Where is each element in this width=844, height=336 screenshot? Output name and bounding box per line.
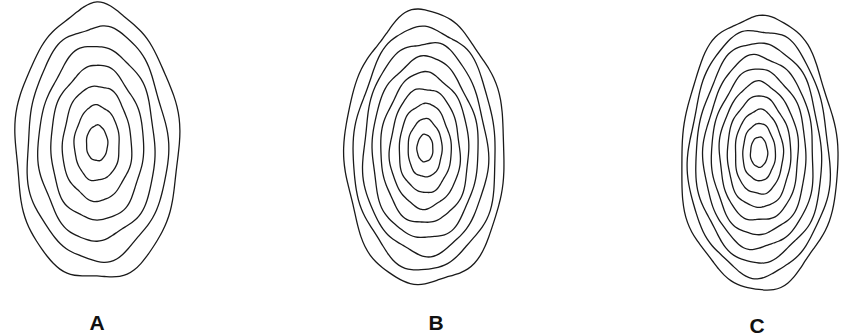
- contour-ring: [381, 71, 469, 222]
- figure-letter: C: [749, 315, 764, 336]
- contour-ring: [372, 56, 478, 238]
- contour-ring: [344, 9, 504, 285]
- contour-ring: [727, 96, 791, 207]
- contour-ring: [363, 43, 489, 257]
- contour-ring: [408, 118, 442, 177]
- figure-letter: A: [89, 312, 104, 333]
- contour-ring: [743, 124, 776, 181]
- contour-ring: [696, 43, 822, 263]
- contour-ring: [719, 81, 798, 220]
- contour-ring: [736, 109, 784, 194]
- contour-ring: [417, 134, 433, 162]
- contour-ring: [74, 105, 119, 181]
- contour-ring: [353, 26, 495, 270]
- ring-figure: [344, 9, 504, 285]
- contour-ring: [703, 54, 813, 249]
- ring-figure: [15, 2, 180, 277]
- contour-ring: [389, 89, 460, 210]
- ring-figure: [682, 15, 838, 290]
- contour-ring: [51, 65, 144, 220]
- contour-ring: [682, 15, 838, 290]
- contour-ring: [750, 137, 767, 167]
- figure-letter: B: [428, 312, 443, 333]
- contour-ring: [27, 26, 169, 262]
- contour-ring: [62, 86, 132, 201]
- contour-ring: [87, 125, 108, 161]
- contour-ring: [711, 69, 806, 235]
- contour-ring: [38, 47, 155, 242]
- contour-ring: [399, 103, 451, 192]
- contour-ring: [15, 2, 180, 277]
- contour-ring: [687, 31, 830, 279]
